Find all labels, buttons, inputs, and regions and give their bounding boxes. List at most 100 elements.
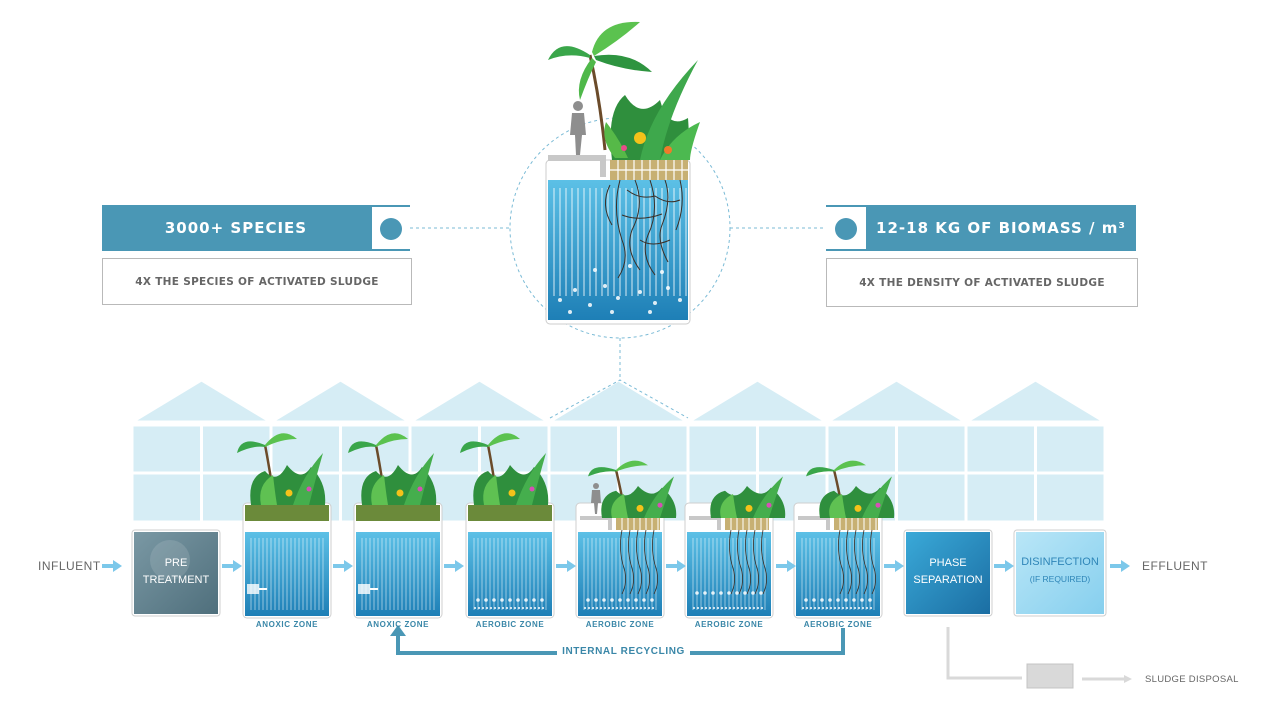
greenhouse-roof bbox=[543, 378, 694, 424]
biomass-stat-title: 12-18 KG OF BIOMASS / m³ bbox=[876, 219, 1126, 237]
flow-arrow bbox=[444, 560, 464, 572]
zone-label: AEROBIC ZONE bbox=[585, 620, 655, 629]
greenhouse-roof bbox=[404, 378, 555, 424]
root-mass bbox=[605, 179, 683, 279]
treatment-tank bbox=[237, 433, 332, 619]
planted-deck bbox=[356, 505, 440, 521]
phase-separation-box bbox=[906, 532, 990, 614]
bubble bbox=[618, 598, 622, 602]
walkway-post bbox=[826, 516, 830, 530]
bubble bbox=[594, 598, 598, 602]
disinfection-box bbox=[1016, 532, 1104, 614]
bubble bbox=[508, 598, 512, 602]
bubble bbox=[820, 598, 824, 602]
bubble bbox=[852, 598, 856, 602]
greenhouse-roof bbox=[960, 378, 1111, 424]
plant-cluster bbox=[348, 433, 437, 506]
greenhouse-pane bbox=[964, 471, 1037, 524]
bubble bbox=[626, 598, 630, 602]
walkway bbox=[580, 516, 610, 520]
zone-label: AEROBIC ZONE bbox=[803, 620, 873, 629]
greenhouse-pane bbox=[686, 423, 759, 475]
greenhouse-roof bbox=[682, 378, 833, 424]
zone-label: AEROBIC ZONE bbox=[475, 620, 545, 629]
roots bbox=[838, 529, 876, 595]
pre-treatment-line-2: TREATMENT bbox=[142, 574, 210, 586]
greenhouse-pane bbox=[1034, 471, 1107, 524]
treatment-tanks bbox=[131, 433, 1107, 619]
bubble bbox=[735, 591, 739, 595]
treatment-tank bbox=[348, 433, 443, 619]
flow-arrow bbox=[333, 560, 353, 572]
bubble bbox=[500, 598, 504, 602]
bubble bbox=[751, 591, 755, 595]
circle-icon bbox=[835, 218, 857, 240]
walkway-post bbox=[608, 516, 612, 530]
flow-arrow bbox=[102, 560, 122, 572]
roots bbox=[729, 529, 767, 595]
greenhouse-roof bbox=[265, 378, 416, 424]
person-silhouette bbox=[591, 483, 601, 514]
bubble bbox=[836, 598, 840, 602]
pre-treatment-label: PRE TREATMENT bbox=[134, 555, 218, 589]
planted-deck bbox=[468, 505, 552, 521]
species-stat-subtitle: 4X THE SPECIES OF ACTIVATED SLUDGE bbox=[102, 258, 412, 305]
flow-arrow bbox=[666, 560, 686, 572]
flow-arrow bbox=[556, 560, 576, 572]
treatment-tank bbox=[684, 476, 786, 619]
bubble bbox=[532, 598, 536, 602]
greenhouse-pane bbox=[269, 423, 342, 475]
roots bbox=[620, 529, 658, 595]
species-stat-title: 3000+ SPECIES bbox=[164, 219, 308, 237]
plant-cluster bbox=[588, 460, 677, 519]
sludge-disposal-label: SLUDGE DISPOSAL bbox=[1145, 674, 1239, 685]
mixer-icon bbox=[247, 584, 259, 594]
effluent-label: EFFLUENT bbox=[1142, 559, 1209, 573]
greenhouse-pane bbox=[130, 423, 203, 475]
phase-separation-label: PHASE SEPARATION bbox=[906, 555, 990, 589]
treatment-tank bbox=[575, 460, 677, 619]
flow-arrow bbox=[884, 560, 904, 572]
greenhouse-pane bbox=[895, 471, 968, 524]
bubble bbox=[476, 598, 480, 602]
flow-arrow bbox=[776, 560, 796, 572]
phase-separation-line-1: PHASE bbox=[929, 557, 967, 569]
plant-mesh bbox=[616, 518, 660, 530]
person-silhouette bbox=[570, 101, 586, 155]
plant-cluster bbox=[460, 433, 549, 506]
disinfection-title: DISINFECTION bbox=[1021, 556, 1099, 568]
flow-arrow bbox=[1110, 560, 1130, 572]
zone-label: ANOXIC ZONE bbox=[255, 620, 319, 629]
bubble bbox=[492, 598, 496, 602]
bubble bbox=[844, 598, 848, 602]
bubble bbox=[804, 598, 808, 602]
treatment-tank bbox=[793, 460, 895, 619]
bubble bbox=[610, 598, 614, 602]
zone-label: AEROBIC ZONE bbox=[694, 620, 764, 629]
bubble bbox=[828, 598, 832, 602]
biomass-stat-subtitle: 4X THE DENSITY OF ACTIVATED SLUDGE bbox=[826, 258, 1138, 307]
bubble bbox=[719, 591, 723, 595]
pre-treatment-line-1: PRE bbox=[164, 557, 188, 569]
disinfection-label: DISINFECTION (IF REQUIRED) bbox=[1016, 554, 1104, 588]
walkway bbox=[798, 516, 828, 520]
bubble bbox=[727, 591, 731, 595]
recycle-arrowhead bbox=[390, 625, 406, 636]
bubble bbox=[860, 598, 864, 602]
walkway-post bbox=[717, 516, 721, 530]
bubble bbox=[540, 598, 544, 602]
greenhouse-pane bbox=[756, 423, 829, 475]
greenhouse-roof bbox=[126, 378, 277, 424]
bubble bbox=[484, 598, 488, 602]
bubble bbox=[634, 598, 638, 602]
internal-recycling-line bbox=[390, 625, 845, 655]
magnified-tank-view bbox=[509, 21, 731, 419]
bubble bbox=[743, 591, 747, 595]
greenhouse-roof bbox=[821, 378, 972, 424]
greenhouse-pane bbox=[895, 423, 968, 475]
bubble bbox=[868, 598, 872, 602]
pre-treatment-box bbox=[134, 532, 218, 614]
bubble bbox=[516, 598, 520, 602]
plant-mesh bbox=[725, 518, 769, 530]
